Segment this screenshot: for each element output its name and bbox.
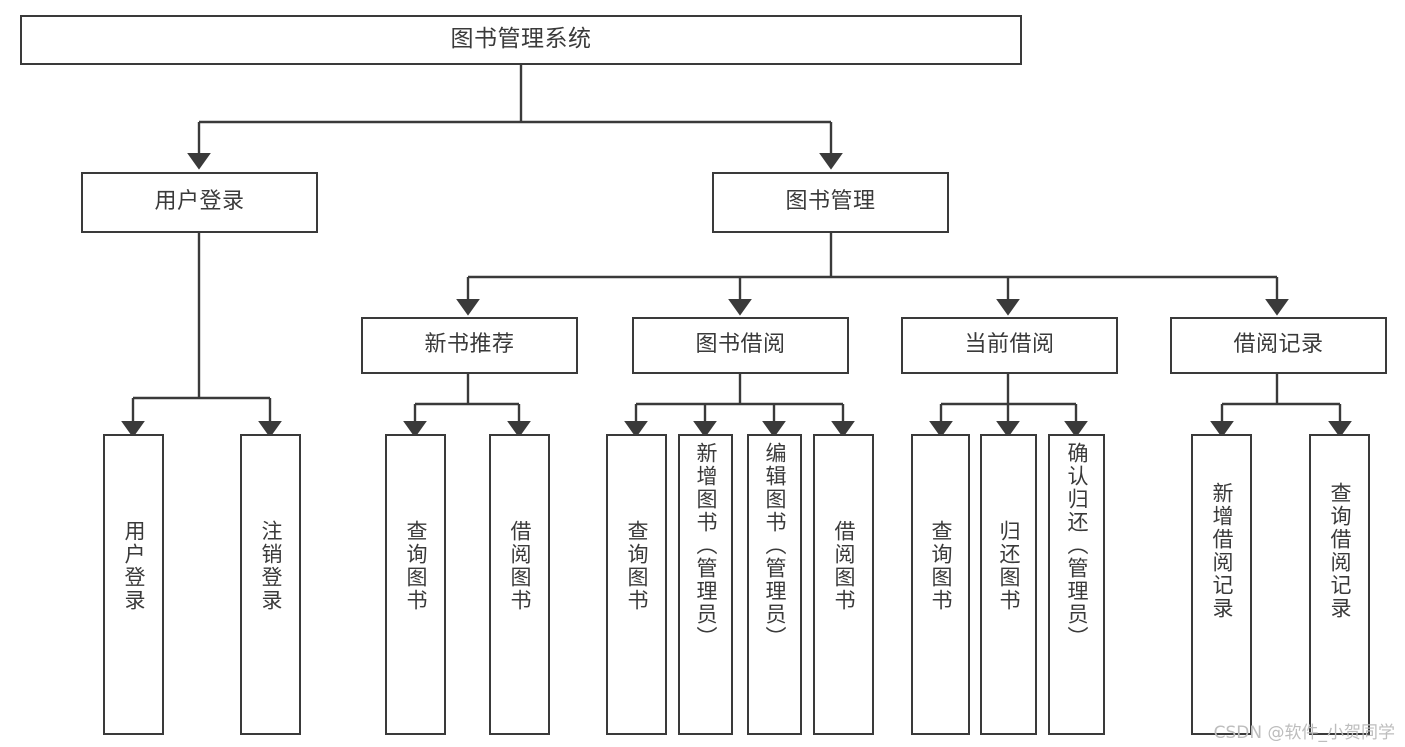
leaf-logout-login-label: 注销登录 xyxy=(259,520,283,612)
node-borrow-record[interactable]: 借阅记录 xyxy=(1170,317,1387,374)
node-new-book-recommend[interactable]: 新书推荐 xyxy=(361,317,578,374)
leaf-confirm-return-label: 确认归还（管理员） xyxy=(1065,442,1089,649)
leaf-confirm-return[interactable]: 确认归还（管理员） xyxy=(1048,434,1105,735)
leaf-query-book-1-label: 查询图书 xyxy=(404,520,428,612)
leaf-borrow-book-1-label: 借阅图书 xyxy=(508,520,532,612)
csdn-watermark: CSDN @软件_小贺同学 xyxy=(1213,723,1395,743)
leaf-add-borrow-record-label: 新增借阅记录 xyxy=(1210,482,1234,620)
leaf-query-book-2-label: 查询图书 xyxy=(625,520,649,612)
leaf-query-book-1[interactable]: 查询图书 xyxy=(385,434,446,735)
leaf-return-book-label: 归还图书 xyxy=(997,520,1021,612)
node-book-manage[interactable]: 图书管理 xyxy=(712,172,949,233)
leaf-query-borrow-record-label: 查询借阅记录 xyxy=(1328,482,1352,620)
node-borrow-record-label: 借阅记录 xyxy=(1233,332,1324,358)
leaf-edit-book[interactable]: 编辑图书（管理员） xyxy=(747,434,802,735)
leaf-borrow-book-1[interactable]: 借阅图书 xyxy=(489,434,550,735)
leaf-return-book[interactable]: 归还图书 xyxy=(980,434,1037,735)
leaf-borrow-book-2-label: 借阅图书 xyxy=(832,520,856,612)
node-current-borrow-label: 当前借阅 xyxy=(964,332,1055,358)
node-current-borrow[interactable]: 当前借阅 xyxy=(901,317,1118,374)
leaf-query-book-3-label: 查询图书 xyxy=(929,520,953,612)
leaf-edit-book-label: 编辑图书（管理员） xyxy=(763,442,787,649)
leaf-add-book[interactable]: 新增图书（管理员） xyxy=(678,434,733,735)
leaf-logout-login[interactable]: 注销登录 xyxy=(240,434,301,735)
leaf-query-book-3[interactable]: 查询图书 xyxy=(911,434,970,735)
node-user-login[interactable]: 用户登录 xyxy=(81,172,318,233)
node-book-manage-label: 图书管理 xyxy=(785,189,876,215)
leaf-borrow-book-2[interactable]: 借阅图书 xyxy=(813,434,874,735)
leaf-query-borrow-record[interactable]: 查询借阅记录 xyxy=(1309,434,1370,735)
leaf-user-login-label: 用户登录 xyxy=(122,520,146,612)
node-root-system-label: 图书管理系统 xyxy=(450,26,592,53)
leaf-add-book-label: 新增图书（管理员） xyxy=(694,442,718,649)
node-user-login-label: 用户登录 xyxy=(154,189,245,215)
leaf-user-login[interactable]: 用户登录 xyxy=(103,434,164,735)
node-book-borrow[interactable]: 图书借阅 xyxy=(632,317,849,374)
leaf-add-borrow-record[interactable]: 新增借阅记录 xyxy=(1191,434,1252,735)
node-book-borrow-label: 图书借阅 xyxy=(695,332,786,358)
node-root-system[interactable]: 图书管理系统 xyxy=(20,15,1022,65)
leaf-query-book-2[interactable]: 查询图书 xyxy=(606,434,667,735)
node-new-book-recommend-label: 新书推荐 xyxy=(424,332,515,358)
